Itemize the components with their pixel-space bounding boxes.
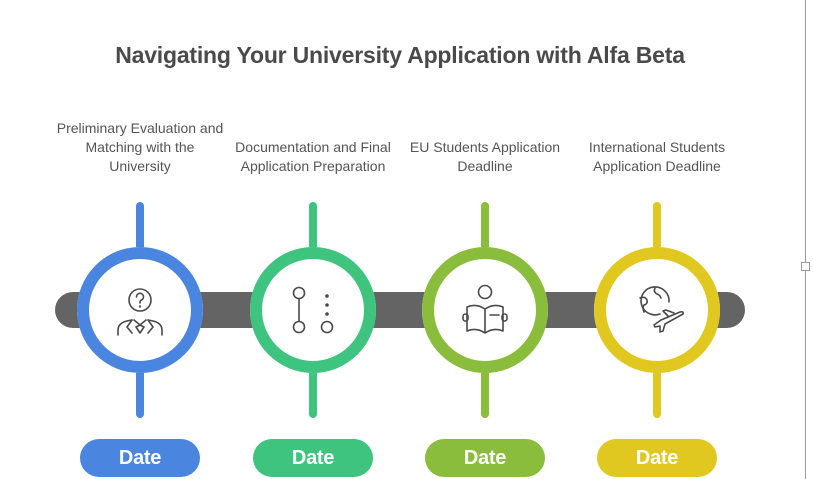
- step-2-label: Documentation and Final Application Prep…: [235, 139, 391, 174]
- timeline-bar: [55, 292, 745, 328]
- diagram-title: Navigating Your University Application w…: [115, 42, 685, 68]
- step-3-date-button[interactable]: Date: [425, 439, 545, 477]
- step-1-date-button[interactable]: Date: [80, 439, 200, 477]
- step-4-date-button[interactable]: Date: [597, 439, 717, 477]
- person-question-icon: [117, 288, 163, 336]
- process-steps-icon: [292, 286, 334, 334]
- student-reading-icon: [462, 284, 508, 334]
- canvas-edge-line: [805, 0, 806, 479]
- step-2-date-button[interactable]: Date: [253, 439, 373, 477]
- step-1-label: Preliminary Evaluation and Matching with…: [56, 120, 224, 174]
- step-4-node: [594, 202, 720, 418]
- resize-handle[interactable]: [801, 262, 810, 271]
- step-2-node: [250, 202, 376, 418]
- step-3-label: EU Students Application Deadline: [409, 139, 561, 174]
- step-1-node: [77, 202, 203, 418]
- globe-airplane-icon: [639, 286, 684, 333]
- step-4-label: International Students Application Deadl…: [588, 139, 726, 174]
- step-3-node: [422, 202, 548, 418]
